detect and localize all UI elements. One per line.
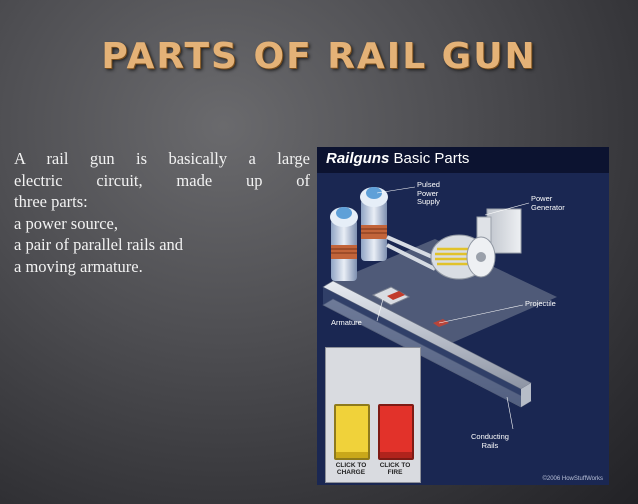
capacitor-right (360, 187, 388, 261)
fire-button[interactable] (378, 404, 414, 460)
diagram-banner: Railguns Basic Parts (317, 147, 609, 173)
paragraph-line: three parts: (14, 192, 88, 211)
control-panel: CLICK TO CHARGE CLICK TO FIRE (325, 347, 421, 483)
label-armature: Armature (331, 318, 362, 327)
conducting-rails-shape (322, 280, 532, 408)
label-power-generator: Power Generator (531, 194, 565, 212)
charge-button-label: CLICK TO CHARGE (335, 462, 367, 476)
power-cables (386, 235, 438, 271)
fire-button-label: CLICK TO FIRE (379, 462, 411, 476)
capacitor-left (330, 207, 358, 281)
paragraph-line: A rail gun is basically a large (14, 149, 310, 168)
leader-lines (376, 186, 530, 430)
label-projectile: Projectile (525, 299, 556, 308)
label-pulsed-power-supply: Pulsed Power Supply (417, 180, 440, 206)
projectile-shape (433, 304, 524, 327)
slide-paragraph: A rail gun is basically a large electric… (14, 148, 310, 277)
railgun-illustration (322, 186, 557, 430)
label-conducting-rails: Conducting Rails (471, 432, 509, 450)
diagram-title: Railguns Basic Parts (326, 150, 470, 167)
railgun-diagram: Railguns Basic Parts (317, 147, 609, 485)
paragraph-line: electric circuit, made up of (14, 170, 310, 190)
slide-title: PARTS OF RAIL GUN (101, 36, 537, 77)
paragraph-line: a pair of parallel rails and (14, 235, 184, 254)
charge-button[interactable] (334, 404, 370, 460)
base-platform (325, 239, 557, 345)
power-generator (430, 208, 522, 280)
copyright-text: ©2006 HowStuffWorks (542, 476, 603, 482)
armature-shape (371, 286, 411, 306)
paragraph-line: a power source, (14, 213, 118, 233)
paragraph-line: a moving armature. (14, 256, 143, 276)
